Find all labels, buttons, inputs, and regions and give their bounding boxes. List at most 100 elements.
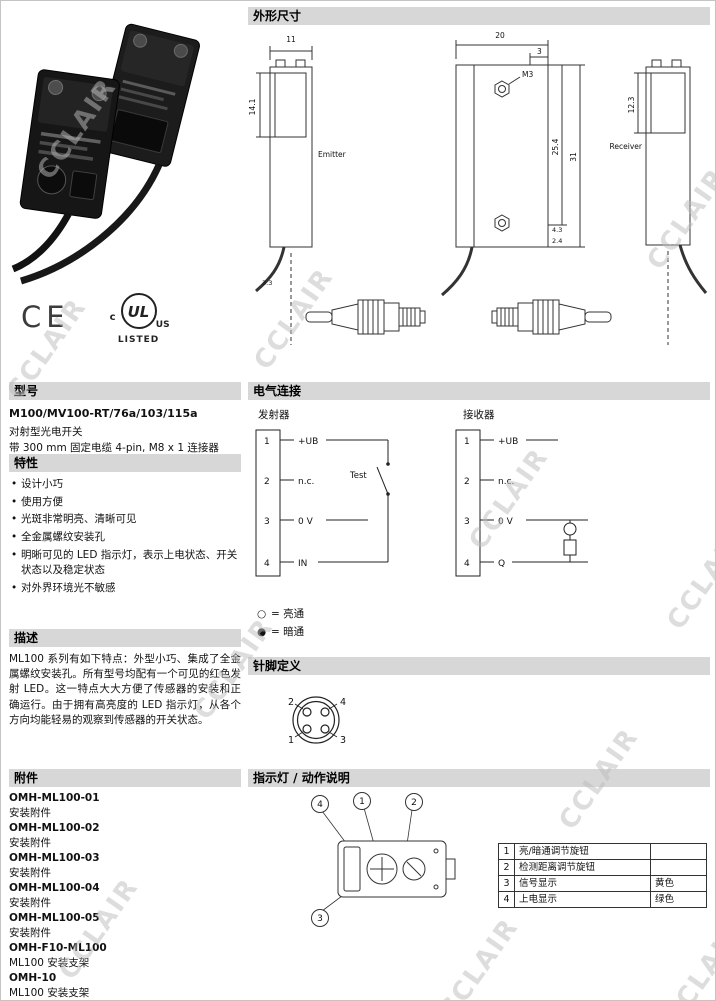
dim-3-label: 3: [537, 47, 542, 56]
accessory-desc: ML100 安装支架: [9, 987, 90, 999]
emitter-label: Emitter: [318, 150, 347, 159]
receiver-pin-2: 2: [464, 477, 470, 487]
row-desc: 信号显示: [514, 875, 651, 892]
watermark: CCLAIR: [658, 917, 716, 1001]
dim-11-label: 11: [286, 35, 296, 44]
row-desc: 上电显示: [514, 891, 651, 908]
certification-marks: CE c UL US LISTED: [21, 293, 231, 367]
feature-item: 光斑非常明亮、清晰可见: [9, 512, 241, 527]
row-desc: 检测距离调节旋钮: [514, 859, 651, 876]
row-color: [650, 843, 707, 860]
pin-4-label: 4: [340, 697, 346, 708]
dim-4-3-label: 4.3: [552, 226, 562, 234]
emitter-pin-4: 4: [264, 559, 270, 569]
open-circle-icon: ○: [257, 608, 267, 620]
row-desc: 亮/暗通调节旋钮: [514, 843, 651, 860]
row-number: 1: [498, 843, 515, 860]
output-legend: ○ = 亮通 ● = 暗通: [257, 605, 304, 641]
accessory-desc: 安装附件: [9, 807, 51, 819]
section-header-features: 特性: [9, 454, 241, 472]
section-header-accessories: 附件: [9, 769, 241, 787]
callout-3: 3: [317, 914, 323, 924]
indicator-table: 1 亮/暗通调节旋钮 2 检测距离调节旋钮 3 信号显示 黄色 4 上电显示 绿…: [498, 843, 707, 908]
emitter-pin-1: 1: [264, 437, 270, 447]
section-header-indicator: 指示灯 / 动作说明: [248, 769, 710, 787]
accessory-name: OMH-ML100-01: [9, 792, 100, 804]
receiver-diagram-title: 接收器: [463, 408, 495, 421]
table-row: 4 上电显示 绿色: [498, 891, 707, 908]
legend-light-on-text: = 亮通: [271, 608, 305, 620]
accessory-desc: 安装附件: [9, 927, 51, 939]
receiver-pin-2-label: n.c.: [498, 477, 514, 487]
receiver-pin-4: 4: [464, 559, 470, 569]
emitter-pin-2-label: n.c.: [298, 477, 314, 487]
receiver-pin-4-label: Q: [498, 559, 505, 569]
pin-2-label: 2: [288, 697, 294, 708]
table-row: 2 检测距离调节旋钮: [498, 859, 707, 876]
model-type: 对射型光电开关: [9, 426, 83, 439]
model-number: M100/MV100-RT/76a/103/115a: [9, 407, 198, 420]
dim-m3-label: M3: [522, 70, 533, 79]
dim-25-4-label: 25.4: [551, 138, 560, 155]
model-cable: 带 300 mm 固定电缆 4-pin, M8 x 1 连接器: [9, 442, 219, 455]
dim-31-label: 31: [569, 152, 578, 162]
section-header-model: 型号: [9, 382, 241, 400]
ul-c-label: c: [109, 312, 116, 323]
dimensions-drawing: 11 20 3 M3 14.1 25.4 31 12.3 4.3 2.4 3.3…: [248, 31, 708, 345]
indicator-drawing: 4 1 2 3: [311, 792, 456, 927]
section-header-electrical: 电气连接: [248, 382, 710, 400]
accessory-name: OMH-F10-ML100: [9, 942, 107, 954]
ul-circle: UL: [120, 293, 157, 329]
emitter-pin-4-label: IN: [298, 559, 307, 569]
feature-item: 全金属螺纹安装孔: [9, 530, 241, 545]
emitter-pin-2: 2: [264, 477, 270, 487]
dim-12-3-label: 12.3: [627, 96, 636, 113]
accessory-name: OMH-ML100-04: [9, 882, 100, 894]
row-color: 绿色: [650, 891, 707, 908]
accessory-name: OMH-ML100-02: [9, 822, 100, 834]
emitter-pin-1-label: +UB: [298, 437, 318, 447]
feature-item: 对外界环境光不敏感: [9, 581, 241, 596]
emitter-pin-3-label: 0 V: [298, 517, 314, 527]
dim-20-label: 20: [495, 31, 505, 40]
electrical-diagram: 发射器 1 2 3 4 +UB n.c. 0 V IN Test 接收器: [255, 408, 588, 577]
dim-14-1-label: 14.1: [248, 98, 257, 115]
receiver-pin-1-label: +UB: [498, 437, 518, 447]
dim-3-3-label: 3.3: [262, 279, 272, 287]
ul-listed-label: LISTED: [117, 334, 160, 345]
table-row: 3 信号显示 黄色: [498, 875, 707, 892]
legend-dark-on-text: = 暗通: [271, 626, 305, 638]
section-header-description: 描述: [9, 629, 241, 647]
row-color: 黄色: [650, 875, 707, 892]
dim-2-4-label: 2.4: [552, 237, 562, 245]
ul-mark: c UL US LISTED: [104, 293, 174, 346]
ul-letters: UL: [127, 303, 150, 321]
accessory-name: OMH-ML100-03: [9, 852, 100, 864]
accessory-desc: 安装附件: [9, 867, 51, 879]
receiver-pin-3: 3: [464, 517, 470, 527]
filled-circle-icon: ●: [257, 626, 267, 638]
accessory-desc: 安装附件: [9, 837, 51, 849]
section-description: 描述 ML100 系列有如下特点：外型小巧、集成了全金属螺纹安装孔。所有型号均配…: [9, 629, 241, 728]
receiver-label: Receiver: [610, 142, 643, 151]
accessory-desc: ML100 安装支架: [9, 957, 90, 969]
receiver-pin-1: 1: [464, 437, 470, 447]
section-header-dimensions: 外形尺寸: [248, 7, 710, 25]
ul-us-label: US: [155, 320, 170, 330]
callout-1: 1: [359, 797, 365, 807]
accessory-name: OMH-10: [9, 972, 57, 984]
emitter-diagram-title: 发射器: [258, 408, 290, 421]
pin-definition-diagram: 2 4 1 3: [288, 696, 346, 746]
row-number: 4: [498, 891, 515, 908]
receiver-pin-3-label: 0 V: [498, 517, 514, 527]
accessory-name: OMH-ML100-05: [9, 912, 100, 924]
accessory-desc: 安装附件: [9, 897, 51, 909]
row-number: 2: [498, 859, 515, 876]
ce-mark: CE: [21, 300, 70, 334]
test-label: Test: [349, 471, 367, 481]
pin-3-label: 3: [340, 735, 346, 746]
feature-item: 明晰可见的 LED 指示灯，表示上电状态、开关状态以及稳定状态: [9, 548, 241, 578]
table-row: 1 亮/暗通调节旋钮: [498, 843, 707, 860]
section-features: 特性 设计小巧 使用方便 光斑非常明亮、清晰可见 全金属螺纹安装孔 明晰可见的 …: [9, 454, 241, 599]
